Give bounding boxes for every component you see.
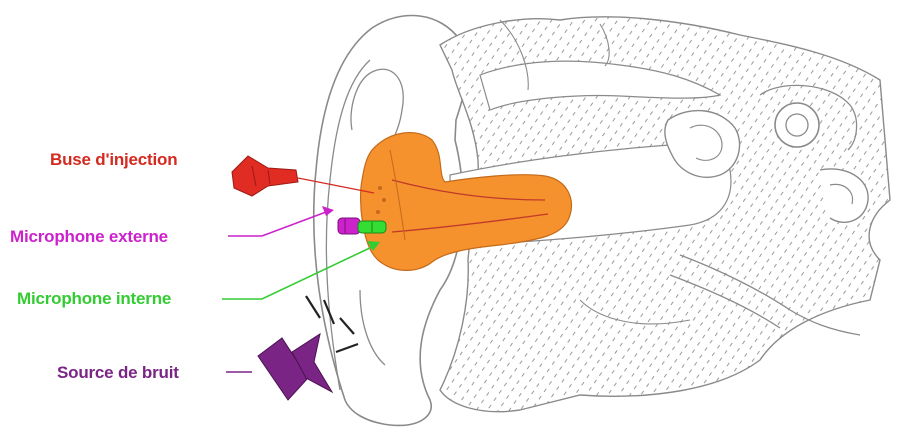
label-buse-injection: Buse d'injection bbox=[50, 150, 177, 170]
nozzle-icon bbox=[232, 156, 298, 196]
external-microphone-icon bbox=[338, 218, 360, 234]
label-microphone-interne: Microphone interne bbox=[17, 289, 171, 309]
label-source-bruit: Source de bruit bbox=[57, 363, 179, 383]
label-microphone-externe: Microphone externe bbox=[10, 227, 168, 247]
internal-microphone-icon bbox=[358, 221, 386, 233]
